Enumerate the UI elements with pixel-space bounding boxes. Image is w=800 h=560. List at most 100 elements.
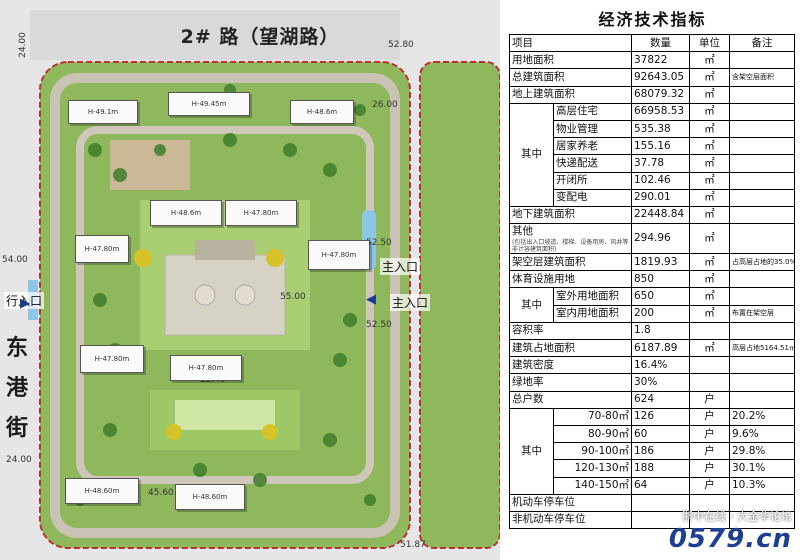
dim-label: 24.00 (17, 32, 28, 58)
row-note (729, 137, 795, 156)
table-row: 体育设施用地 850 ㎡ (509, 270, 795, 289)
row-qty: 37.78 (631, 154, 690, 173)
row-label: 建筑占地面积 (509, 338, 632, 358)
table-row: 总户数 624 户 (509, 390, 795, 409)
row-note: 9.6% (729, 424, 795, 444)
row-note: 30.1% (729, 459, 795, 478)
row-note (729, 373, 795, 392)
site-plan: 2# 路（望湖路） 东 港 街 行入口 主入口 主入口 ◀ ▶ 24.00 52… (0, 0, 500, 560)
row-sublabel: 80-90㎡ (553, 424, 632, 444)
row-qty: 66958.53 (631, 102, 690, 121)
table-row: 室内用地面积 200 ㎡ 布置在架空层 (510, 304, 795, 323)
row-note: 10.3% (729, 476, 795, 495)
row-sublabel: 室内用地面积 (553, 304, 632, 323)
group-label: 其中 (509, 287, 554, 323)
dim-label: 52.50 (366, 238, 392, 248)
row-qty: 1.8 (631, 321, 690, 341)
dim-label: 52.50 (366, 320, 392, 330)
row-sublabel: 快递配送 (553, 154, 632, 173)
row-unit: ㎡ (689, 188, 730, 207)
row-label: 容积率 (509, 321, 632, 341)
row-footnote: (包括出入口坡道、楼梯、设备用房、风井等非计容建筑面积) (512, 239, 629, 254)
row-unit: 户 (689, 407, 730, 426)
row-note: 布置在架空层 (729, 304, 795, 323)
table-row: 开闭所 102.46 ㎡ (510, 171, 795, 190)
row-qty: 37822 (631, 51, 690, 70)
table-row: 地下建筑面积 22448.84 ㎡ (509, 205, 795, 225)
building-block: H-49.1m (68, 100, 138, 124)
row-qty: 624 (631, 390, 690, 409)
row-note: 29.8% (729, 442, 795, 461)
row-unit: ㎡ (689, 137, 730, 156)
row-unit: ㎡ (689, 68, 730, 87)
building-block: H-47.80m (80, 345, 144, 373)
row-qty: 850 (631, 270, 690, 289)
row-note (729, 321, 795, 341)
row-qty: 200 (631, 304, 690, 323)
row-label: 架空层建筑面积 (509, 253, 632, 272)
road-name-label: 2# 路（望湖路） (180, 26, 340, 48)
row-note (729, 287, 795, 306)
row-note: 高层占地5164.51㎡ (729, 338, 795, 358)
table-row: 容积率 1.8 (509, 321, 795, 341)
row-sublabel: 高层住宅 (553, 102, 632, 121)
row-unit: ㎡ (689, 223, 730, 255)
row-unit: 户 (689, 424, 730, 444)
building-block: H-48.6m (290, 100, 354, 124)
row-sublabel: 室外用地面积 (553, 287, 632, 306)
table-row: 其他 (包括出入口坡道、楼梯、设备用房、风井等非计容建筑面积) 294.96 ㎡ (509, 223, 795, 255)
row-note: 占高层占地的35.0% (729, 253, 795, 272)
row-note (729, 119, 795, 139)
row-unit: 户 (689, 476, 730, 495)
row-note: 20.2% (729, 407, 795, 426)
header-qty: 数量 (631, 33, 690, 53)
row-note: 含架空层面积 (729, 68, 795, 87)
table-row: 90-100㎡ 186 户 29.8% (510, 442, 795, 461)
row-unit (689, 373, 730, 392)
dim-label: 45.60 (148, 488, 174, 498)
row-label: 建筑密度 (509, 356, 632, 375)
table-row: 140-150㎡ 64 户 10.3% (510, 476, 795, 495)
table-row: 变配电 290.01 ㎡ (510, 188, 795, 207)
row-note (729, 270, 795, 289)
row-qty: 64 (631, 476, 690, 495)
header-note: 备注 (729, 33, 795, 53)
row-unit: ㎡ (689, 154, 730, 173)
row-unit: ㎡ (689, 51, 730, 70)
panel-title: 经济技术指标 (598, 10, 707, 29)
row-unit: ㎡ (689, 253, 730, 272)
row-unit: ㎡ (689, 338, 730, 358)
building-block: H-48.60m (175, 484, 245, 510)
row-qty: 126 (631, 407, 690, 426)
row-note (729, 510, 795, 530)
table-row: 居家养老 155.16 ㎡ (510, 137, 795, 156)
row-label-cell: 其他 (包括出入口坡道、楼梯、设备用房、风井等非计容建筑面积) (509, 223, 632, 255)
row-unit: ㎡ (689, 205, 730, 225)
street-name-char-3: 街 (6, 416, 29, 441)
economic-indicators-panel: 经济技术指标 项目 数量 单位 备注 用地面积 37822 ㎡ 总建筑面积 92… (505, 0, 800, 560)
table-row: 其中 室外用地面积 650 ㎡ (509, 287, 795, 323)
table-row: 建筑占地面积 6187.89 ㎡ 高层占地5164.51㎡ (509, 338, 795, 358)
row-note (729, 390, 795, 409)
row-label: 体育设施用地 (509, 270, 632, 289)
row-label: 总户数 (509, 390, 632, 409)
street-name-char-2: 港 (6, 376, 29, 401)
row-qty: 650 (631, 287, 690, 306)
building-block: H-48.6m (150, 200, 222, 226)
row-sublabel: 开闭所 (553, 171, 632, 190)
row-unit: 户 (689, 442, 730, 461)
street-name-char-1: 东 (6, 336, 29, 361)
dim-label: 54.00 (2, 255, 28, 265)
row-qty: 30% (631, 373, 690, 392)
row-sublabel: 120-130㎡ (553, 459, 632, 478)
row-label: 其他 (512, 225, 533, 238)
row-sublabel: 90-100㎡ (553, 442, 632, 461)
table-row: 其中 高层住宅 66958.53 ㎡ (509, 102, 795, 207)
row-qty: 535.38 (631, 119, 690, 139)
row-note (729, 85, 795, 104)
row-qty: 102.46 (631, 171, 690, 190)
building-block: H-47.80m (225, 200, 297, 226)
indicators-table: 项目 数量 单位 备注 用地面积 37822 ㎡ 总建筑面积 92643.05 … (509, 33, 795, 530)
dim-label: 51.87 (400, 540, 426, 550)
row-label: 地上建筑面积 (509, 85, 632, 104)
